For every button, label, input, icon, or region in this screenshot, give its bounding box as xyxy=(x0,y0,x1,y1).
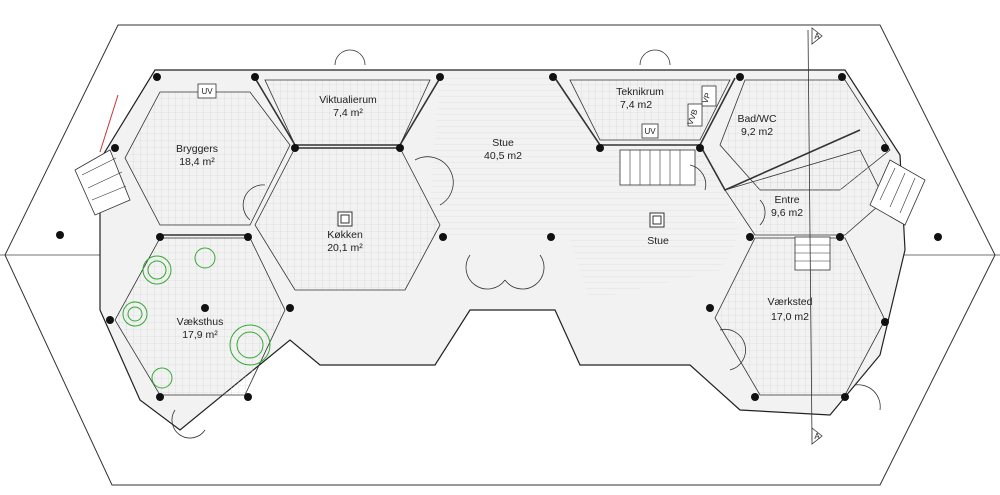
stove-symbol xyxy=(337,211,353,227)
room-name-stue: Stue xyxy=(492,137,514,149)
stove-symbol-2 xyxy=(649,212,665,228)
vp-box xyxy=(701,85,717,107)
uv-label-right: UV xyxy=(644,127,656,136)
room-area-teknikrum: 7,4 m2 xyxy=(620,99,652,111)
room-area-bad: 9,2 m2 xyxy=(741,126,773,138)
greenhouse-plants xyxy=(122,247,271,389)
uv-box-right xyxy=(641,123,659,139)
uv-box-left xyxy=(197,83,217,99)
room-area-vaerksted: 17,0 m2 xyxy=(771,311,809,323)
room-area-bryggers: 18,4 m² xyxy=(179,156,215,168)
section-marker-label-bottom: A xyxy=(814,432,820,441)
columns xyxy=(56,73,942,401)
vp-label: VP xyxy=(701,92,713,105)
vvb-box xyxy=(687,103,703,127)
room-name-viktualierum: Viktualierum xyxy=(319,94,377,106)
left-steps xyxy=(74,149,131,216)
red-edge xyxy=(99,94,119,153)
room-area-entre: 9,6 m2 xyxy=(771,207,803,219)
section-marker-top xyxy=(807,27,823,445)
uv-label-left: UV xyxy=(201,87,213,96)
room-name-stue-lower: Stue xyxy=(647,235,669,247)
room-name-koekken: Køkken xyxy=(327,229,363,241)
room-name-teknikrum: Teknikrum xyxy=(616,86,664,98)
right-steps xyxy=(869,159,926,226)
room-name-vaerksted: Værksted xyxy=(768,296,813,308)
room-name-vaeksthus: Væksthus xyxy=(177,316,224,328)
staircase xyxy=(619,149,831,271)
room-area-viktualierum: 7,4 m² xyxy=(333,107,363,119)
bryggers-floor xyxy=(124,91,291,226)
room-name-bad: Bad/WC xyxy=(737,113,777,125)
stue-floor xyxy=(430,78,740,300)
doors xyxy=(171,49,881,439)
room-area-vaeksthus: 17,9 m² xyxy=(182,329,218,341)
room-name-entre: Entre xyxy=(774,194,799,206)
room-name-bryggers: Bryggers xyxy=(176,143,218,155)
room-area-koekken: 20,1 m² xyxy=(327,242,363,254)
room-area-stue: 40,5 m2 xyxy=(484,150,522,162)
section-marker-label-top: A xyxy=(814,32,820,41)
